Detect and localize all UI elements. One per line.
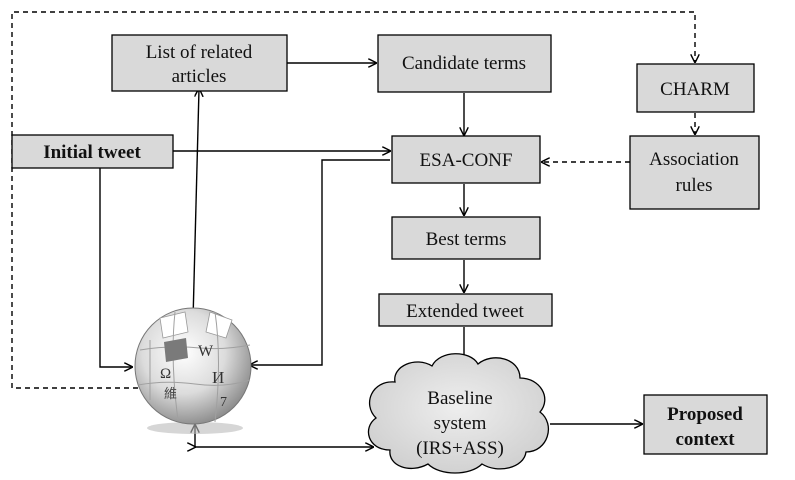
svg-text:7: 7 [220, 395, 227, 410]
extended-tweet-label: Extended tweet [406, 301, 524, 322]
best-terms-label: Best terms [426, 229, 507, 250]
svg-text:ESA-CONF: ESA-CONF [420, 150, 513, 171]
svg-text:List of related: List of related [146, 42, 253, 63]
svg-text:context: context [675, 429, 735, 450]
proposed-context-line-2: context [675, 429, 735, 450]
proposed-context-line-1: Proposed [667, 404, 743, 425]
related-articles-line-2: articles [172, 66, 227, 87]
baseline-line-3: (IRS+ASS) [416, 438, 504, 459]
node-extended-tweet: Extended tweet [378, 293, 553, 327]
edge-globe-to-related-articles [192, 89, 199, 321]
edge-globe-to-charm [11, 11, 695, 389]
edge-initial-tweet-to-globe [99, 168, 132, 367]
node-best-terms: Best terms [391, 216, 541, 260]
svg-text:articles: articles [172, 66, 227, 87]
svg-text:CHARM: CHARM [660, 79, 730, 100]
svg-text:Candidate terms: Candidate terms [402, 53, 526, 74]
initial-tweet-label: Initial tweet [43, 142, 141, 163]
node-association-rules: Association rules [629, 135, 760, 210]
connectors [11, 11, 695, 447]
association-rules-line-2: rules [676, 175, 713, 196]
related-articles-line-1: List of related [146, 42, 253, 63]
svg-text:system: system [434, 413, 487, 434]
svg-text:rules: rules [676, 175, 713, 196]
svg-text:Association: Association [649, 149, 739, 170]
edge-esa-conf-to-globe [250, 159, 390, 365]
baseline-line-2: system [434, 413, 487, 434]
svg-text:Baseline: Baseline [427, 388, 492, 409]
svg-text:維: 維 [164, 387, 177, 402]
node-related-articles: List of related articles [111, 34, 288, 92]
node-candidate-terms: Candidate terms [377, 34, 552, 93]
svg-text:Proposed: Proposed [667, 404, 743, 425]
node-esa-conf: ESA-CONF [391, 135, 541, 184]
baseline-line-1: Baseline [427, 388, 492, 409]
esa-conf-label: ESA-CONF [420, 150, 513, 171]
svg-text:(IRS+ASS): (IRS+ASS) [416, 438, 504, 459]
svg-text:Initial tweet: Initial tweet [43, 142, 141, 163]
baseline-cloud-shape [367, 353, 550, 474]
svg-text:Extended tweet: Extended tweet [406, 301, 524, 322]
node-proposed-context: Proposed context [643, 394, 768, 455]
svg-text:W: W [198, 343, 214, 360]
association-rules-line-1: Association [649, 149, 739, 170]
node-baseline-system: Baseline system (IRS+ASS) [367, 353, 550, 474]
node-initial-tweet: Initial tweet [11, 134, 174, 169]
svg-text:Best terms: Best terms [426, 229, 507, 250]
charm-label: CHARM [660, 79, 730, 100]
candidate-terms-label: Candidate terms [402, 53, 526, 74]
svg-text:Ω: Ω [160, 366, 171, 382]
wikipedia-globe-icon: W Ω И 維 7 [134, 307, 252, 434]
svg-text:И: И [212, 368, 224, 387]
node-charm: CHARM [636, 63, 755, 113]
